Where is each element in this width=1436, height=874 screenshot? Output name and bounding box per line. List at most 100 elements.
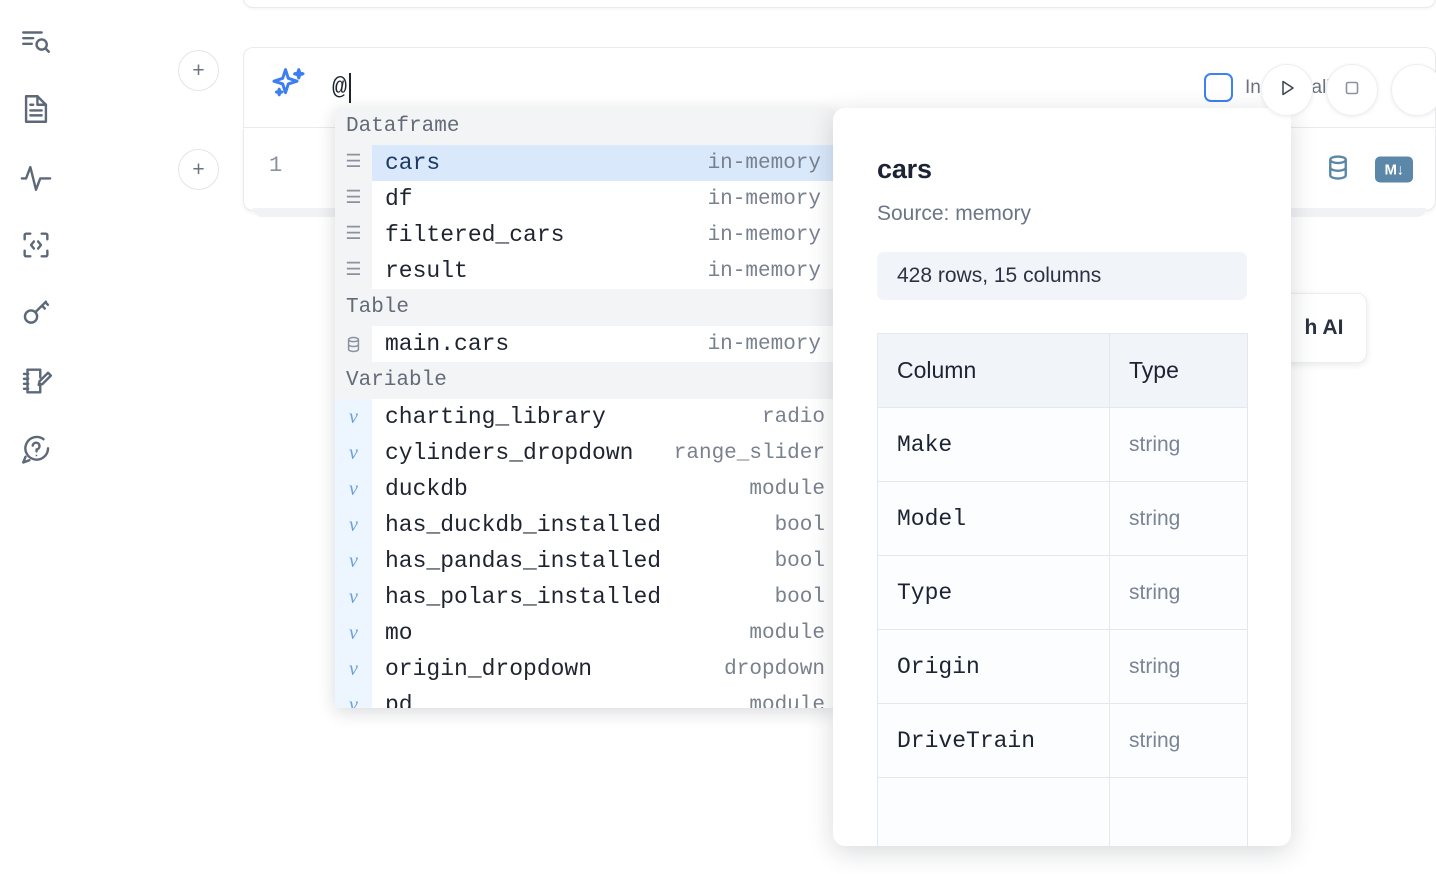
autocomplete-dropdown[interactable]: Dataframe ☰ cars in-memory ☰ df in-memor… — [335, 108, 835, 708]
sidebar-item-help[interactable] — [13, 426, 59, 472]
table-header-row: Column Type — [877, 333, 1248, 408]
sidebar-item-activity[interactable] — [13, 154, 59, 200]
autocomplete-item-result[interactable]: ☰ result in-memory — [335, 253, 835, 289]
sidebar-item-scratchpad[interactable] — [13, 358, 59, 404]
autocomplete-item-type: in-memory — [707, 223, 821, 247]
autocomplete-item-label: pd — [385, 692, 413, 708]
more-cell-actions-button[interactable] — [1391, 64, 1436, 116]
detail-title: cars — [877, 154, 932, 184]
autocomplete-item-type: module — [749, 693, 825, 709]
autocomplete-item-charting-library[interactable]: v charting_library radio — [335, 399, 835, 435]
variable-icon: v — [335, 615, 372, 651]
autocomplete-item-cars[interactable]: ☰ cars in-memory — [335, 145, 835, 181]
autocomplete-item-main-cars[interactable]: main.cars in-memory — [335, 326, 835, 362]
autocomplete-item-type: module — [749, 477, 825, 501]
sidebar-item-search-outline[interactable] — [13, 18, 59, 64]
snippet-code-icon — [19, 228, 53, 262]
include-all-code-checkbox[interactable] — [1204, 73, 1233, 102]
run-cell-button[interactable] — [1261, 64, 1313, 116]
autocomplete-item-label: filtered_cars — [385, 222, 565, 248]
variable-icon: v — [335, 471, 372, 507]
detail-stats-badge: 428 rows, 15 columns — [877, 252, 1247, 300]
add-cell-button-below[interactable]: + — [178, 149, 219, 190]
autocomplete-item-duckdb[interactable]: v duckdb module — [335, 471, 835, 507]
cell-output-tools: M↓ — [1323, 152, 1413, 187]
list-icon: ☰ — [335, 217, 372, 253]
ai-prompt-input[interactable]: @ — [332, 72, 351, 103]
cell-column-type — [1109, 777, 1248, 846]
autocomplete-item-origin-dropdown[interactable]: v origin_dropdown dropdown — [335, 651, 835, 687]
table-row: Make string — [877, 407, 1248, 482]
line-number: 1 — [269, 153, 283, 178]
autocomplete-item-label: result — [385, 258, 468, 284]
cell-run-controls — [1261, 64, 1436, 116]
cell-column-name: Origin — [877, 629, 1110, 704]
autocomplete-item-label: duckdb — [385, 476, 468, 502]
sidebar-item-snippets[interactable] — [13, 222, 59, 268]
database-icon[interactable] — [1323, 152, 1353, 187]
autocomplete-item-type: dropdown — [724, 657, 825, 681]
list-icon: ☰ — [335, 253, 372, 289]
autocomplete-item-type: radio — [761, 405, 825, 429]
autocomplete-item-label: has_pandas_installed — [385, 548, 662, 574]
ai-prompt-value: @ — [332, 73, 348, 102]
cell-column-type: string — [1109, 481, 1248, 556]
sidebar-item-document[interactable] — [13, 86, 59, 132]
autocomplete-item-has-pandas-installed[interactable]: v has_pandas_installed bool — [335, 543, 835, 579]
cell-column-name — [877, 777, 1110, 846]
generate-with-ai-button[interactable]: h AI — [1281, 293, 1367, 363]
dataframe-detail-panel: cars Source: memory 428 rows, 15 columns… — [833, 108, 1291, 846]
autocomplete-section-header: Table — [335, 289, 835, 326]
autocomplete-item-label: has_polars_installed — [385, 584, 662, 610]
autocomplete-item-label: charting_library — [385, 404, 606, 430]
variable-icon: v — [335, 435, 372, 471]
autocomplete-item-mo[interactable]: v mo module — [335, 615, 835, 651]
cell-column-type: string — [1109, 629, 1248, 704]
list-icon: ☰ — [335, 181, 372, 217]
cell-column-type: string — [1109, 703, 1248, 778]
text-caret — [348, 72, 351, 103]
table-row: DriveTrain string — [877, 703, 1248, 778]
autocomplete-item-label: df — [385, 186, 413, 212]
run-icon — [1275, 76, 1299, 105]
table-row: Model string — [877, 481, 1248, 556]
autocomplete-item-filtered-cars[interactable]: ☰ filtered_cars in-memory — [335, 217, 835, 253]
autocomplete-item-df[interactable]: ☰ df in-memory — [335, 181, 835, 217]
table-row: Type string — [877, 555, 1248, 630]
sidebar-item-secrets[interactable] — [13, 290, 59, 336]
autocomplete-item-label: cars — [385, 150, 441, 176]
variable-icon: v — [335, 507, 372, 543]
autocomplete-item-has-polars-installed[interactable]: v has_polars_installed bool — [335, 579, 835, 615]
variable-icon: v — [335, 543, 372, 579]
stop-cell-button[interactable] — [1326, 64, 1378, 116]
autocomplete-item-label: main.cars — [385, 331, 510, 357]
cell-column-type: string — [1109, 407, 1248, 482]
add-cell-button-above[interactable]: + — [178, 50, 219, 91]
variable-icon: v — [335, 687, 372, 708]
autocomplete-section-header: Variable — [335, 362, 835, 399]
key-icon — [19, 296, 53, 330]
autocomplete-item-label: cylinders_dropdown — [385, 440, 634, 466]
markdown-icon[interactable]: M↓ — [1375, 156, 1413, 183]
previous-cell[interactable] — [243, 0, 1436, 8]
variable-icon: v — [335, 651, 372, 687]
autocomplete-item-type: in-memory — [707, 151, 821, 175]
table-row: Origin string — [877, 629, 1248, 704]
autocomplete-item-cylinders-dropdown[interactable]: v cylinders_dropdown range_slider — [335, 435, 835, 471]
autocomplete-item-label: mo — [385, 620, 413, 646]
autocomplete-item-type: range_slider — [673, 441, 825, 465]
autocomplete-item-type: bool — [774, 513, 825, 537]
search-outline-icon — [19, 24, 53, 58]
list-icon: ☰ — [335, 145, 372, 181]
notebook-edit-icon — [19, 364, 53, 398]
cell-column-name: Model — [877, 481, 1110, 556]
autocomplete-item-pd[interactable]: v pd module — [335, 687, 835, 708]
variable-icon: v — [335, 399, 372, 435]
cell-column-name: Make — [877, 407, 1110, 482]
autocomplete-item-has-duckdb-installed[interactable]: v has_duckdb_installed bool — [335, 507, 835, 543]
cell-column-name: Type — [877, 555, 1110, 630]
activity-icon — [19, 160, 53, 194]
autocomplete-item-type: in-memory — [707, 187, 821, 211]
autocomplete-item-type: module — [749, 621, 825, 645]
